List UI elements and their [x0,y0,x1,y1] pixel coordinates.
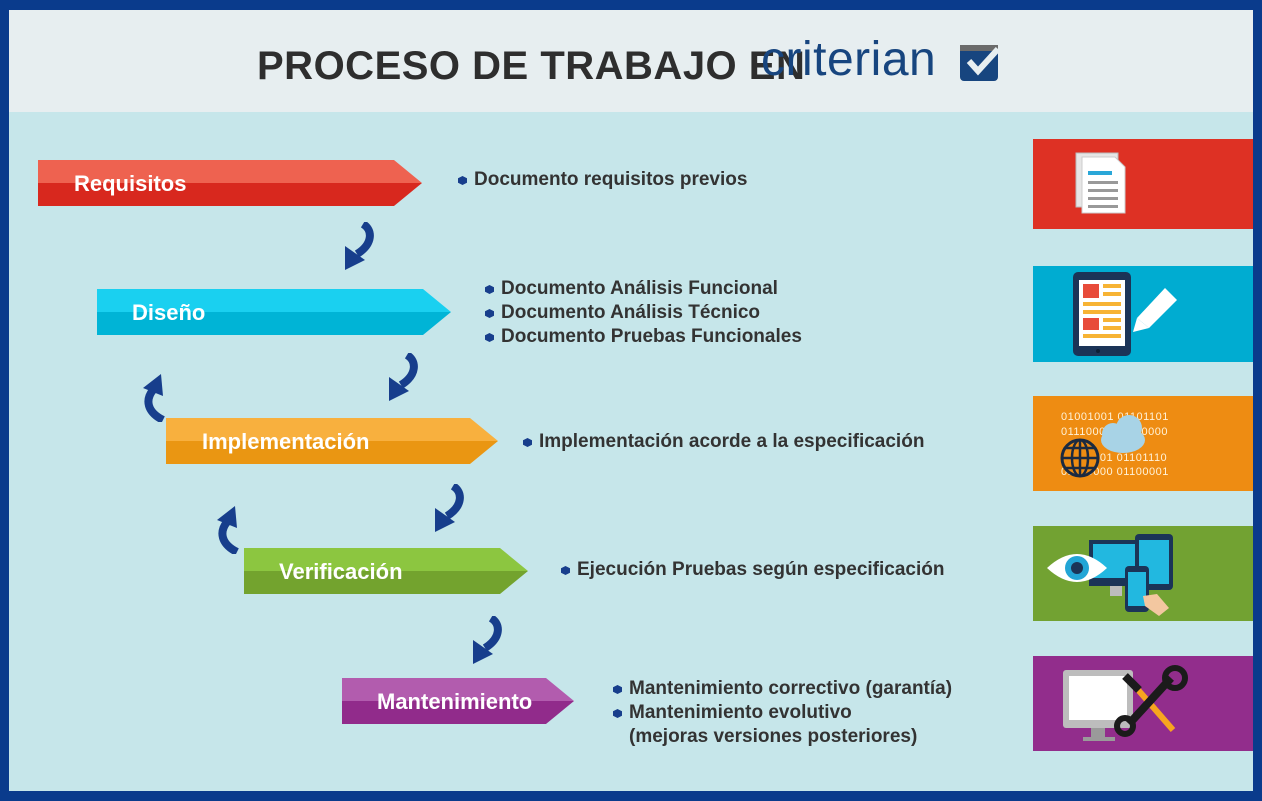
curved-arrow-down-icon [435,484,464,532]
step-requisitos: Requisitos [38,160,422,206]
brand-logo-text: criterian [761,33,937,86]
step-mantenimiento: Mantenimiento [342,678,574,724]
step-label: Requisitos [74,171,187,196]
document-icon [1033,139,1253,229]
implementacion-deliverables: Implementación acorde a la especificació… [523,430,924,454]
mantenimiento-deliverables: Mantenimiento correctivo (garantía) Mant… [613,677,952,725]
list-item: Mantenimiento evolutivo [613,701,952,725]
curved-arrow-up-icon [143,374,165,422]
curved-arrow-down-icon [473,616,502,664]
list-item: Mantenimiento correctivo (garantía) [613,677,952,701]
step-label: Verificación [279,559,403,584]
curved-arrow-up-icon [217,506,239,554]
diseno-deliverables: Documento Análisis Funcional Documento A… [485,277,802,349]
step-implementacion: Implementación [166,418,498,464]
eye-devices-icon [1033,526,1253,621]
list-item: Documento Análisis Técnico [485,301,802,325]
curved-arrow-down-icon [389,353,418,401]
infographic-canvas: PROCESO DE TRABAJO EN criterian Requisit… [9,10,1253,791]
step-label: Mantenimiento [377,689,533,714]
checkbox-logo-icon [960,45,1000,81]
list-item: Implementación acorde a la especificació… [523,430,924,454]
step-diseno: Diseño [97,289,451,335]
list-item: Documento Análisis Funcional [485,277,802,301]
binary-cloud-globe-icon: 01001001 01101101 01110000 01100000 0110… [1033,396,1253,491]
header-bar: PROCESO DE TRABAJO EN criterian [9,10,1253,112]
curved-arrow-down-icon [345,222,374,270]
verificacion-deliverables: Ejecución Pruebas según especificación [561,558,944,582]
requisitos-deliverables: Documento requisitos previos [458,168,747,192]
list-item: Ejecución Pruebas según especificación [561,558,944,582]
step-verificacion: Verificación [244,548,528,594]
list-item: Documento requisitos previos [458,168,747,192]
step-label: Implementación [202,429,370,454]
monitor-tools-icon [1033,656,1253,751]
step-label: Diseño [132,300,206,325]
binary-row: 01001001 01101101 [1061,411,1169,423]
tablet-pen-icon [1033,266,1253,362]
page-title: PROCESO DE TRABAJO EN [257,44,806,88]
list-item: Documento Pruebas Funcionales [485,325,802,349]
list-item-continuation: (mejoras versiones posteriores) [629,726,918,747]
